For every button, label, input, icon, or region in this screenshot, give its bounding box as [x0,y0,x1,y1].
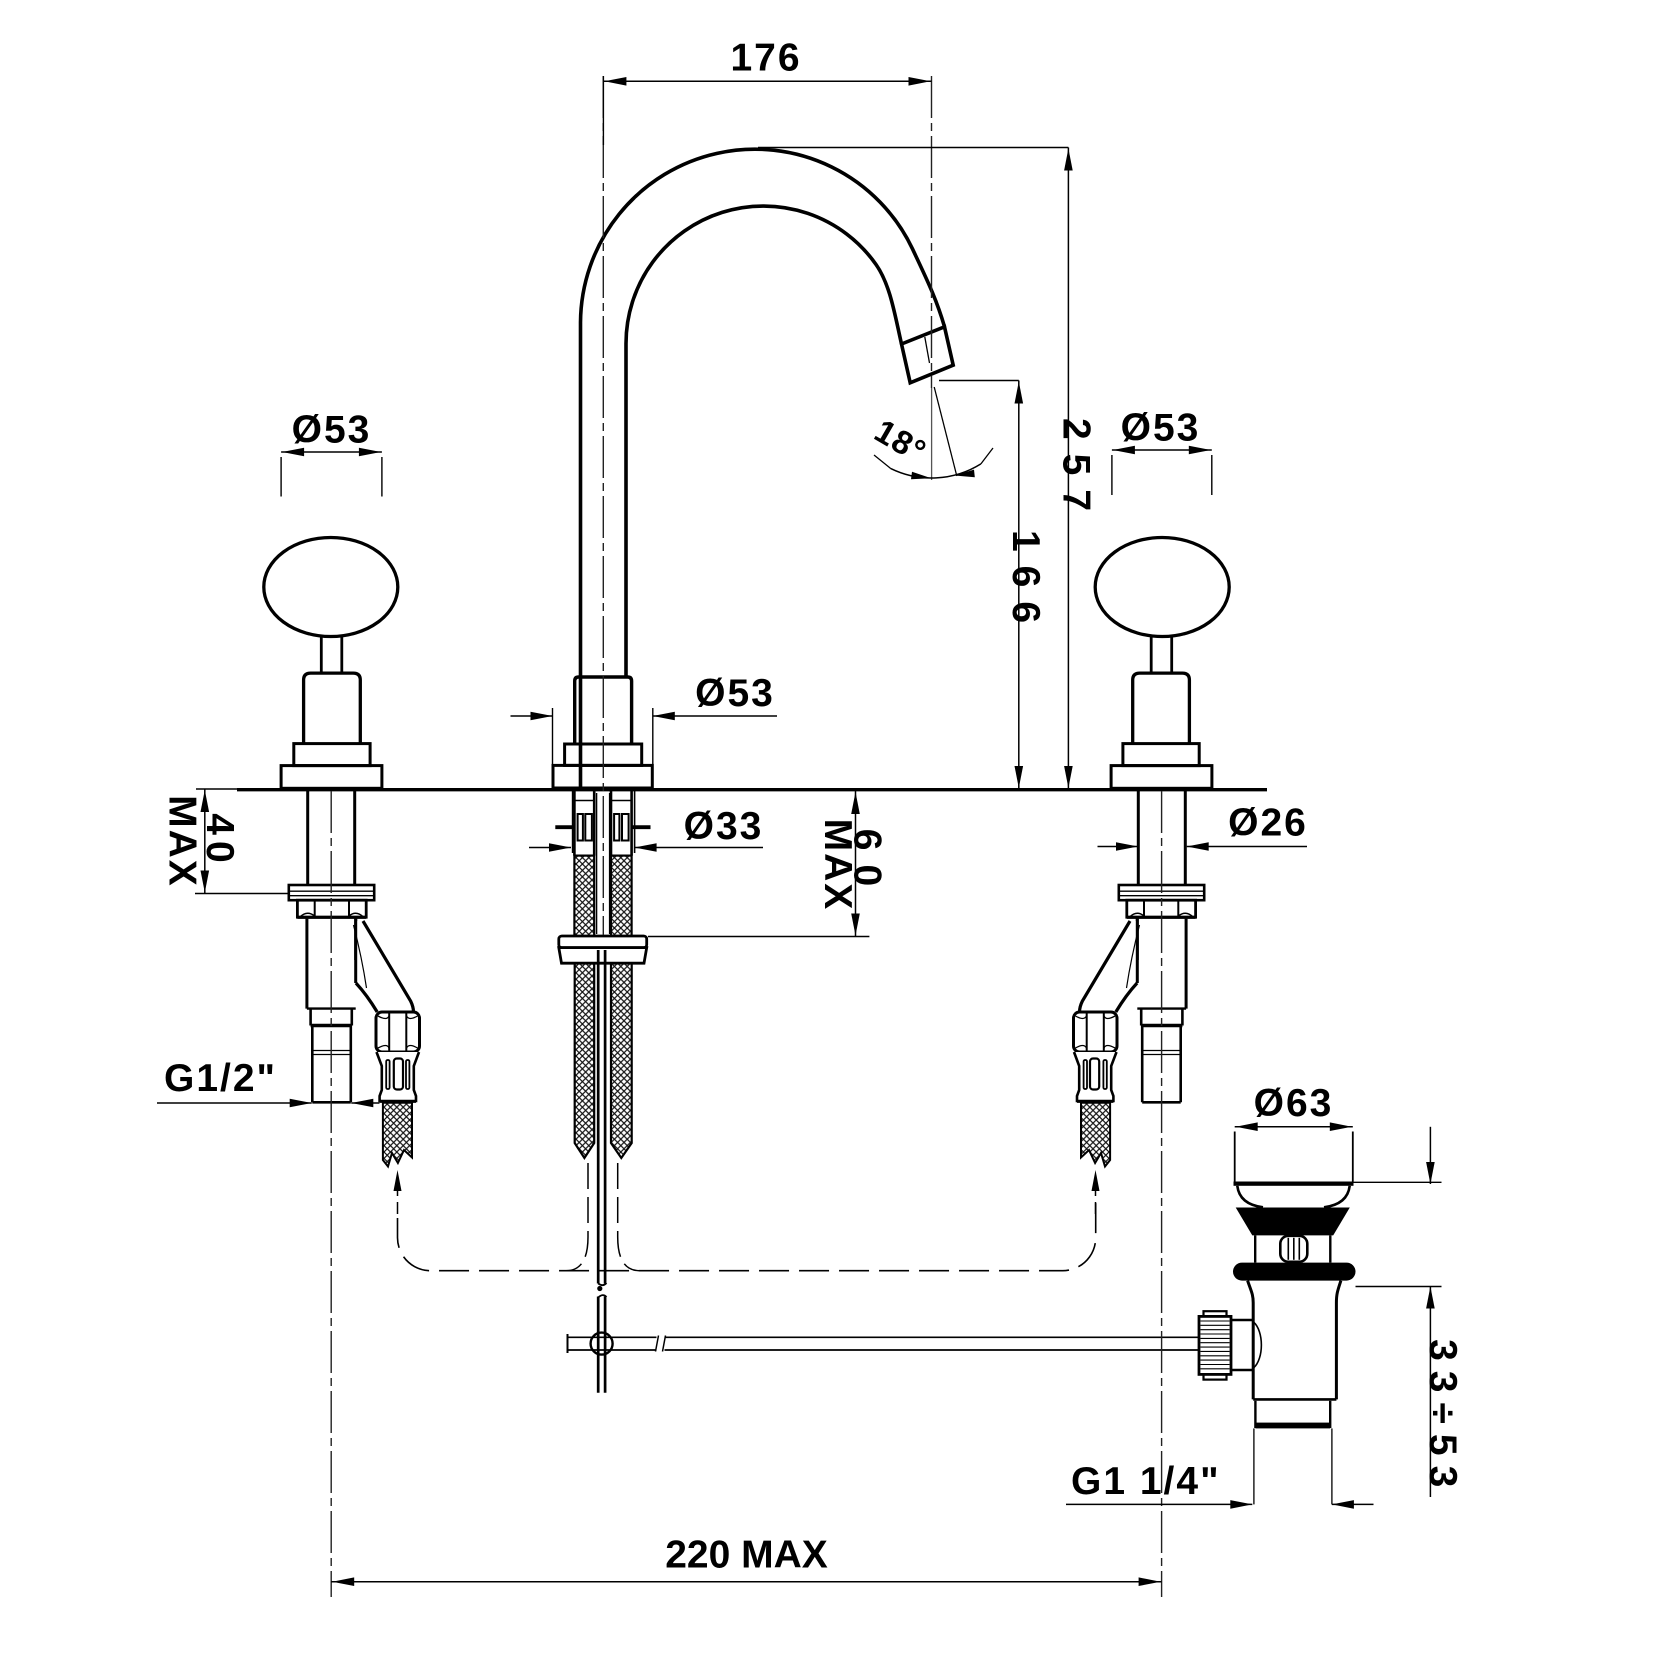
svg-text:Ø53: Ø53 [1121,407,1201,450]
svg-text:166: 166 [1004,530,1047,637]
svg-text:176: 176 [730,37,801,80]
svg-text:60: 60 [846,829,889,900]
svg-text:MAX: MAX [161,795,204,888]
svg-text:Ø26: Ø26 [1228,802,1308,845]
svg-text:40: 40 [198,813,241,868]
svg-text:G1 1/4": G1 1/4" [1071,1460,1221,1503]
svg-text:Ø63: Ø63 [1254,1082,1334,1125]
svg-text:Ø33: Ø33 [684,805,764,848]
svg-text:G1/2": G1/2" [164,1057,277,1100]
svg-text:Ø53: Ø53 [695,672,775,715]
svg-text:257: 257 [1055,418,1098,525]
svg-text:33÷53: 33÷53 [1421,1339,1464,1497]
svg-text:Ø53: Ø53 [292,409,372,452]
svg-text:220 MAX: 220 MAX [665,1534,828,1577]
svg-text:MAX: MAX [816,819,859,912]
